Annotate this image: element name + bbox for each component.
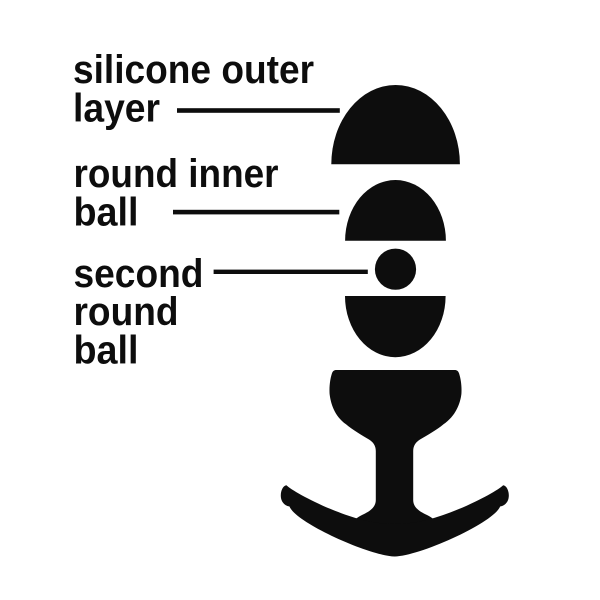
- svg-text:ball: ball: [74, 190, 139, 234]
- svg-text:second: second: [74, 252, 204, 296]
- svg-text:silicone outer: silicone outer: [73, 48, 314, 92]
- svg-text:ball: ball: [74, 329, 139, 373]
- svg-text:round: round: [74, 290, 179, 334]
- svg-text:layer: layer: [73, 87, 160, 131]
- svg-text:round inner: round inner: [74, 152, 279, 196]
